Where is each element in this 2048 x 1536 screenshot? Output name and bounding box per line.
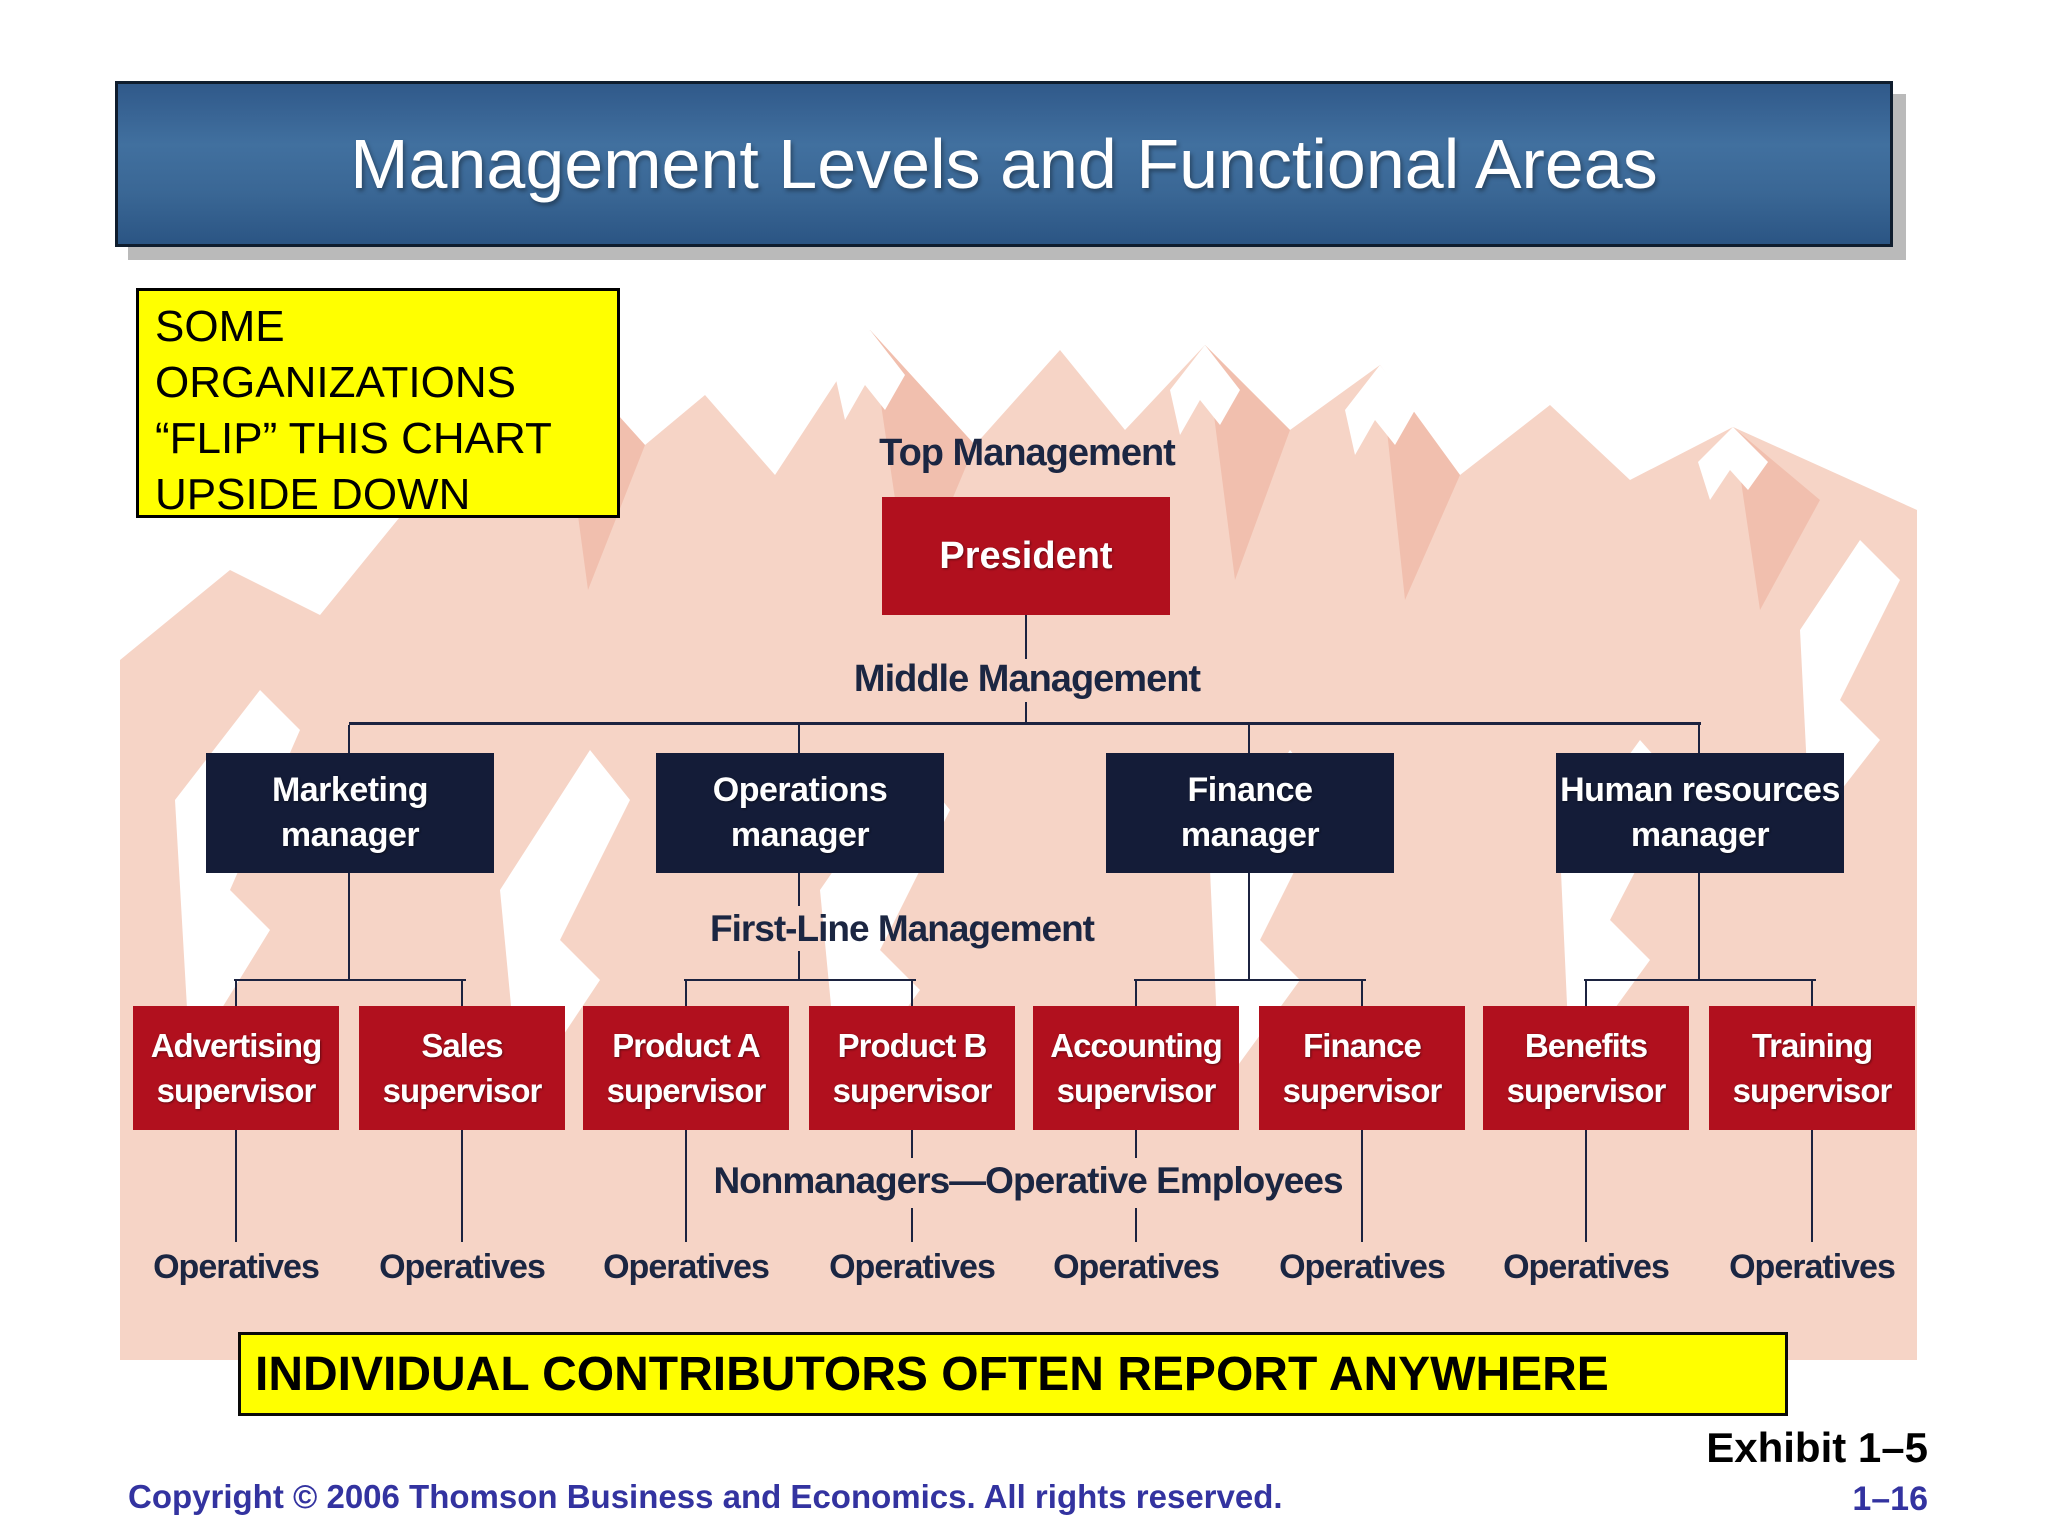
operatives-label: Operatives (603, 1248, 770, 1286)
connector-line (235, 981, 237, 1006)
org-box-product-a-supervisor: Product A supervisor (583, 1006, 789, 1130)
org-box-president: President (882, 497, 1170, 615)
flip-chart-note: SOME ORGANIZATIONS “FLIP” THIS CHART UPS… (136, 288, 620, 519)
connector-line (1361, 981, 1363, 1006)
connector-line (461, 981, 463, 1006)
connector-line (234, 979, 466, 981)
org-box-training-supervisor: Training supervisor (1709, 1006, 1915, 1130)
connector-line (911, 981, 913, 1006)
org-box-marketing-manager: Marketing manager (206, 753, 494, 873)
level-label-nonmanagers: Nonmanagers—Operative Employees (713, 1160, 1343, 1201)
connector-line (911, 1208, 913, 1242)
connector-line (1698, 873, 1700, 981)
connector-line (1585, 981, 1587, 1006)
connector-line (1025, 615, 1027, 659)
connector-line (684, 979, 916, 981)
connector-line (798, 873, 800, 906)
connector-line (911, 1130, 913, 1158)
page-title: Management Levels and Functional Areas (350, 125, 1658, 203)
level-label-top-management: Top Management (879, 432, 1176, 474)
operatives-label: Operatives (1503, 1248, 1670, 1286)
connector-line (798, 725, 800, 753)
individual-contributors-text: INDIVIDUAL CONTRIBUTORS OFTEN REPORT ANY… (255, 1347, 1609, 1401)
operatives-label: Operatives (1053, 1248, 1220, 1286)
connector-line (1025, 702, 1027, 723)
connector-line (1248, 725, 1250, 753)
level-label-middle-management: Middle Management (853, 658, 1201, 700)
org-box-human-resources-manager: Human resources manager (1556, 753, 1844, 873)
connector-line (1134, 979, 1366, 981)
org-box-finance-manager: Finance manager (1106, 753, 1394, 873)
operatives-label: Operatives (1279, 1248, 1446, 1286)
connector-line (1135, 1208, 1137, 1242)
connector-line (1248, 873, 1250, 981)
connector-line (798, 951, 800, 981)
connector-line (685, 981, 687, 1006)
org-box-product-b-supervisor: Product B supervisor (809, 1006, 1015, 1130)
individual-contributors-banner: INDIVIDUAL CONTRIBUTORS OFTEN REPORT ANY… (238, 1332, 1788, 1416)
connector-line (1698, 725, 1700, 753)
operatives-label: Operatives (153, 1248, 320, 1286)
org-box-operations-manager: Operations manager (656, 753, 944, 873)
operatives-label: Operatives (829, 1248, 996, 1286)
connector-line (348, 725, 350, 753)
operatives-label: Operatives (1729, 1248, 1896, 1286)
connector-line (1811, 1130, 1813, 1242)
org-box-accounting-supervisor: Accounting supervisor (1033, 1006, 1239, 1130)
org-box-benefits-supervisor: Benefits supervisor (1483, 1006, 1689, 1130)
connector-line (1361, 1130, 1363, 1242)
connector-line (1135, 981, 1137, 1006)
connector-line (1135, 1130, 1137, 1158)
operatives-label: Operatives (379, 1248, 546, 1286)
connector-line (348, 873, 350, 981)
connector-line (461, 1130, 463, 1242)
connector-line (1811, 981, 1813, 1006)
connector-line (235, 1130, 237, 1242)
exhibit-label: Exhibit 1–5 (1706, 1424, 1928, 1471)
connector-line (685, 1130, 687, 1242)
connector-line (1584, 979, 1816, 981)
org-box-advertising-supervisor: Advertising supervisor (133, 1006, 339, 1130)
page-number: 1–16 (1852, 1480, 1928, 1518)
title-banner: Management Levels and Functional Areas (115, 81, 1893, 247)
connector-line (349, 722, 1701, 725)
copyright-text: Copyright © 2006 Thomson Business and Ec… (128, 1478, 1283, 1515)
org-box-finance-supervisor: Finance supervisor (1259, 1006, 1465, 1130)
connector-line (1585, 1130, 1587, 1242)
org-box-sales-supervisor: Sales supervisor (359, 1006, 565, 1130)
level-label-first-line-management: First-Line Management (710, 908, 1095, 949)
